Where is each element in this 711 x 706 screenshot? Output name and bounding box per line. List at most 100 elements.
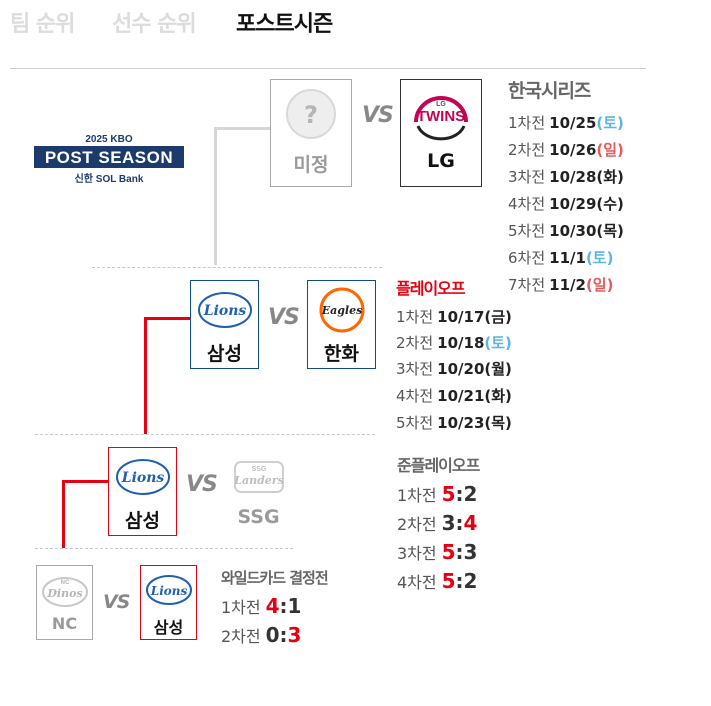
- game-date: 11/2: [549, 276, 586, 294]
- game-date: 10/25: [549, 114, 597, 132]
- game-score: 5:3: [441, 540, 478, 564]
- samsung-lions-logo-icon: Lions: [197, 292, 252, 328]
- divider: [35, 434, 375, 435]
- game-date: 11/1: [549, 249, 586, 267]
- team-card-ssg[interactable]: SSG Landers SSG: [224, 447, 293, 536]
- wildcard-title: 와일드카드 결정전: [221, 569, 329, 587]
- unknown-team-glyph: ?: [304, 101, 318, 129]
- eagles-wordmark: Eagles: [320, 304, 362, 317]
- team-name: SSG: [237, 506, 280, 528]
- bracket-connector-winner: [62, 480, 108, 483]
- game-day: (일): [585, 276, 614, 294]
- game-date: 10/17: [437, 308, 485, 326]
- lions-wordmark: Lions: [202, 303, 246, 319]
- samsung-lions-logo-icon: Lions: [115, 459, 170, 495]
- game-score: 5:2: [441, 569, 478, 593]
- nc-logo-sub: NC: [60, 580, 69, 586]
- score-team2: 2: [463, 569, 478, 593]
- game-score: 3:4: [441, 511, 478, 535]
- team-name: 한화: [324, 343, 359, 365]
- score-team1: 5: [441, 540, 456, 564]
- lg-logo-sub: LG: [436, 101, 446, 108]
- team-card-lg[interactable]: LG TWINS LG: [400, 79, 482, 187]
- bracket-connector: [214, 127, 217, 265]
- team-name: 삼성: [207, 343, 242, 365]
- game-date: 10/18: [437, 334, 485, 352]
- vs-label: VS: [268, 305, 300, 330]
- lg-twins-logo-icon: LG TWINS: [414, 96, 468, 141]
- game-date: 10/29: [549, 195, 597, 213]
- team-card-tbd[interactable]: ? 미정: [270, 79, 352, 187]
- vs-label: VS: [103, 591, 130, 613]
- postseason-logo-sponsor: 신한 SOL Bank: [75, 172, 144, 185]
- game-day: (목): [484, 414, 512, 432]
- bracket-connector-winner: [144, 317, 191, 320]
- game-day: (화): [596, 168, 624, 186]
- game-date: 10/30: [549, 222, 597, 240]
- team-name: NC: [51, 614, 78, 633]
- game-number: 1차전: [396, 308, 434, 326]
- team-card-hanwha[interactable]: Eagles 한화: [307, 280, 376, 369]
- vs-label: VS: [362, 103, 394, 128]
- tab-postseason[interactable]: 포스트시즌: [236, 12, 333, 37]
- game-day: (목): [596, 222, 624, 240]
- game-number: 6차전: [508, 249, 546, 267]
- ssg-landers-logo-icon: SSG Landers: [233, 461, 284, 493]
- game-date: 10/20: [437, 360, 485, 378]
- game-date: 10/23: [437, 414, 485, 432]
- tab-team-ranking[interactable]: 팀 순위: [10, 12, 75, 37]
- score-team2: 1: [287, 594, 302, 618]
- team-card-samsung[interactable]: Lions 삼성: [140, 565, 197, 640]
- score-team2: 3: [463, 540, 478, 564]
- score-team1: 0: [265, 623, 280, 647]
- landers-wordmark: Landers: [233, 474, 284, 487]
- bracket-connector-winner: [144, 317, 147, 434]
- unknown-team-icon: ?: [286, 89, 336, 139]
- team-name: 삼성: [153, 618, 184, 637]
- team-name: 미정: [293, 154, 329, 176]
- semi-playoff-title: 준플레이오프: [397, 456, 480, 475]
- game-date: 10/21: [437, 387, 485, 405]
- lions-wordmark: Lions: [120, 470, 164, 486]
- game-day: (토): [585, 249, 614, 267]
- tab-player-ranking[interactable]: 선수 순위: [112, 12, 197, 37]
- team-card-samsung[interactable]: Lions 삼성: [190, 280, 259, 369]
- game-date: 10/28: [549, 168, 597, 186]
- team-card-samsung[interactable]: Lions 삼성: [108, 447, 177, 536]
- score-team2: 2: [463, 482, 478, 506]
- game-number: 3차전: [396, 360, 434, 378]
- game-day: (금): [484, 308, 512, 326]
- game-number: 5차전: [396, 414, 434, 432]
- korean-series-title: 한국시리즈: [508, 80, 591, 102]
- score-team2: 3: [287, 623, 302, 647]
- game-number: 1차전: [508, 114, 546, 132]
- game-day: (토): [484, 334, 512, 352]
- divider: [92, 267, 382, 268]
- game-day: (일): [596, 141, 624, 159]
- team-name: LG: [427, 150, 455, 172]
- postseason-logo: 2025 KBO POST SEASON 신한 SOL Bank: [33, 130, 185, 200]
- team-card-nc[interactable]: NC Dinos NC: [36, 565, 93, 640]
- game-score: 4:1: [265, 594, 302, 618]
- dinos-wordmark: Dinos: [46, 587, 82, 600]
- lions-wordmark: Lions: [149, 584, 187, 598]
- score-team2: 4: [463, 511, 478, 535]
- score-team1: 3: [441, 511, 456, 535]
- game-date: 10/26: [549, 141, 597, 159]
- game-score: 5:2: [441, 482, 478, 506]
